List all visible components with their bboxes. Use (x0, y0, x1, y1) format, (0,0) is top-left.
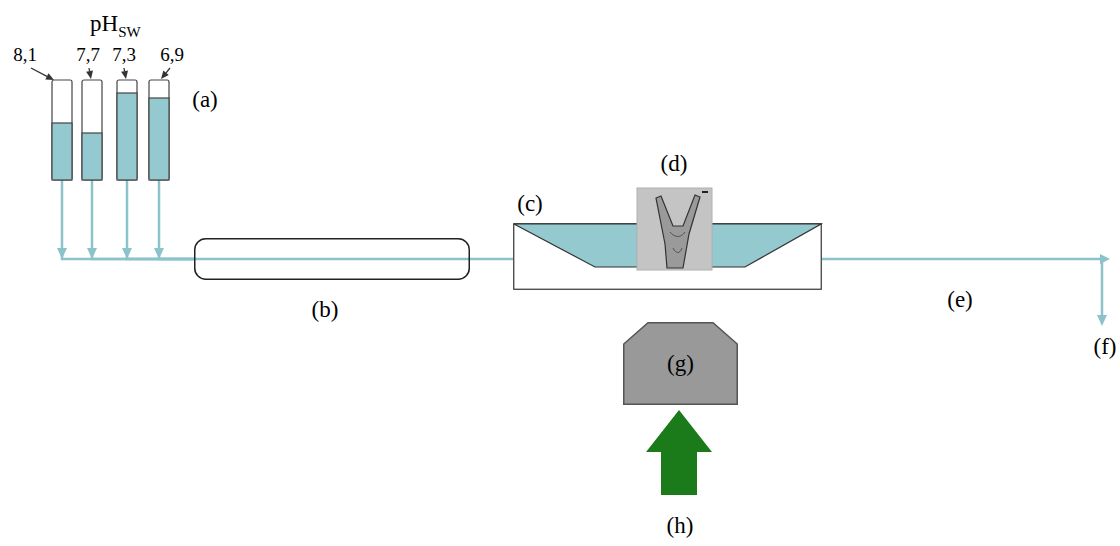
outflow-line (822, 258, 1100, 261)
arrowhead (154, 248, 164, 259)
callout-label: (b) (312, 297, 339, 322)
axis-symbol: SW (118, 24, 141, 41)
syringe: 8,1 (52, 80, 72, 180)
leader-line (31, 68, 47, 76)
objective-body (624, 323, 738, 405)
leader-head (45, 73, 54, 80)
arrowhead (1097, 315, 1107, 326)
callout-label: 7,3 (112, 45, 136, 66)
arrowhead (161, 71, 169, 79)
leader-line (123, 68, 125, 71)
arrowhead (86, 71, 93, 79)
flow-line (127, 180, 194, 259)
arrowheads (57, 248, 164, 259)
arrowhead (121, 71, 128, 79)
callout-label: (d) (661, 151, 688, 176)
syringe: 7,7 (82, 80, 102, 180)
callout-label: (e) (947, 287, 973, 312)
flow-line (92, 180, 194, 259)
leader-head (161, 71, 169, 79)
seawater-fill (52, 123, 72, 180)
axis-symbol: pH (90, 11, 118, 36)
micrograph-ground (637, 188, 712, 270)
mixing-tube-outline (194, 238, 470, 280)
syringe-barrel (149, 80, 169, 180)
arrowhead (45, 73, 54, 80)
seawater-fill (82, 133, 102, 180)
syringe-barrel (117, 80, 137, 180)
leader-line (88, 68, 90, 71)
flow-chamber: (c)(d) (513, 223, 822, 290)
light-arrow (646, 410, 712, 495)
syringe-barrel (82, 80, 102, 180)
leader-head (86, 71, 93, 79)
flow-line (62, 180, 194, 259)
larva-image: (d) (637, 188, 712, 270)
tube-outline (195, 239, 470, 280)
syringe-barrel (52, 80, 72, 180)
callout-label: 8,1 (13, 45, 37, 66)
callout-label: 6,9 (160, 45, 184, 66)
leader-head (121, 71, 128, 79)
arrowhead (57, 248, 67, 259)
flow-line (194, 258, 470, 261)
leader-line (166, 68, 170, 73)
larva-detail (670, 232, 685, 253)
part-label: (g) (667, 351, 694, 376)
scale-bar (702, 191, 708, 193)
syringe: 6,9 (149, 80, 169, 180)
callout-label: (a) (192, 87, 218, 112)
syringe-outline (149, 80, 169, 180)
larva-image-outline (637, 188, 712, 270)
mixing-tube: (b) (194, 238, 470, 280)
seawater-fill (117, 93, 137, 180)
callout-label: 7,7 (76, 45, 100, 66)
arrowhead (122, 248, 132, 259)
flow-line (470, 258, 513, 261)
syringe: 7,3 (117, 80, 137, 180)
seawater-fill (149, 98, 169, 180)
larva-body (656, 195, 700, 268)
callout-label: (f) (1094, 334, 1117, 359)
arrowhead (87, 248, 97, 259)
waste-line (1101, 259, 1104, 316)
syringe-outline (52, 80, 72, 180)
callout-label: (c) (517, 191, 543, 216)
callout-label: (h) (667, 513, 694, 538)
microscope-objective: (g) (623, 322, 738, 405)
syringe-outline (117, 80, 137, 180)
syringe-outline (82, 80, 102, 180)
flow-line (159, 180, 194, 259)
